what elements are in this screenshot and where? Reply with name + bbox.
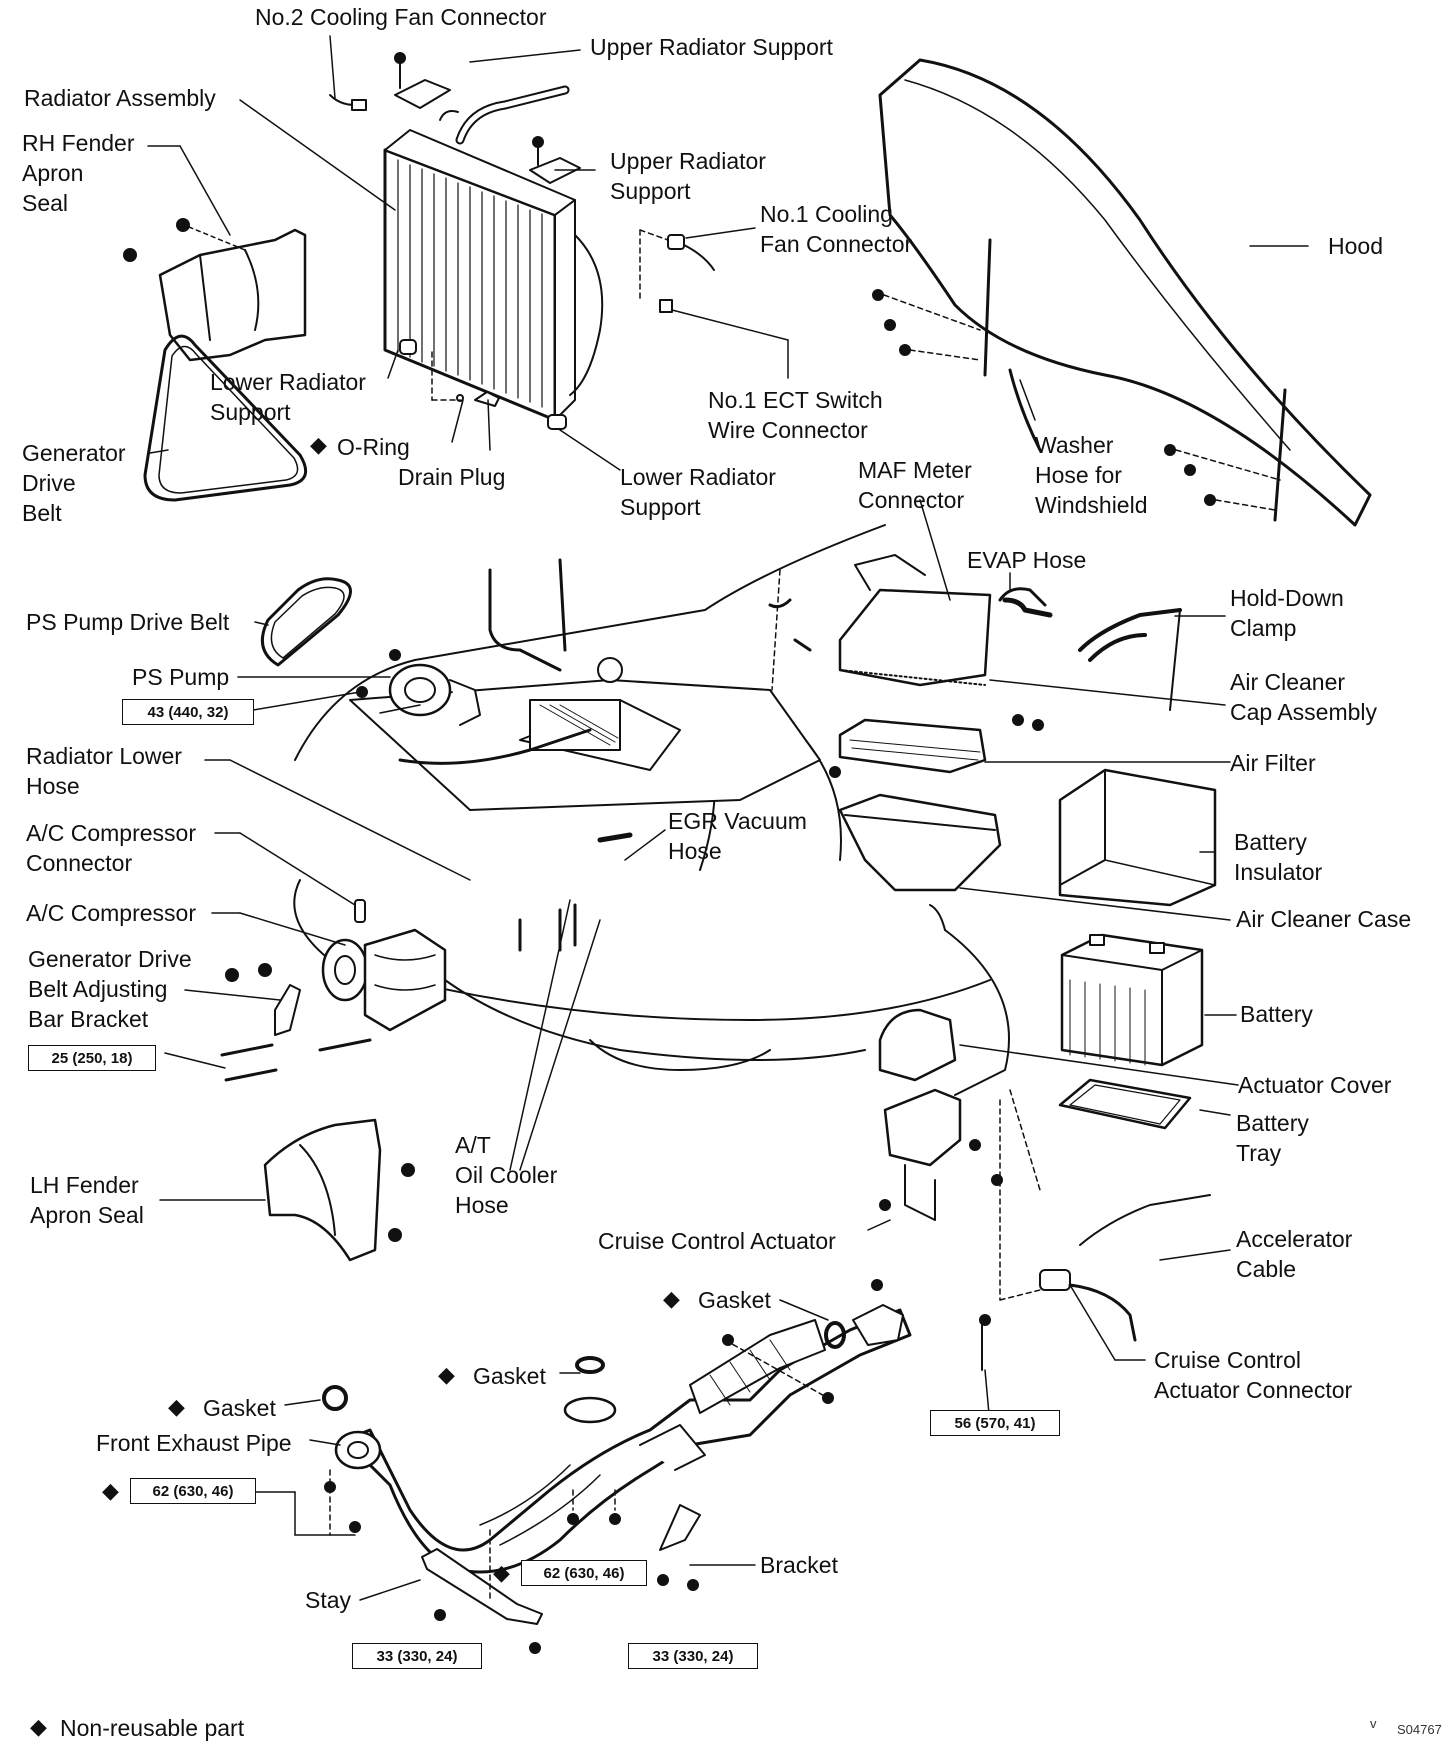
label-o-ring: O-Ring: [337, 434, 410, 460]
label-battery: Battery: [1240, 1001, 1313, 1027]
ps-pump-drive-belt-drawing: [260, 577, 352, 667]
label-at-oil-cooler-hose: A/T Oil Cooler Hose: [455, 1132, 558, 1218]
label-upper-radiator-support-2: Upper Radiator Support: [610, 148, 766, 204]
label-no1-ect-switch-wire-connector: No.1 ECT Switch Wire Connector: [708, 387, 883, 443]
generator-drive-belt-drawing: [143, 334, 308, 502]
figure-code: S04767: [1397, 1722, 1442, 1737]
label-ps-pump: PS Pump: [132, 664, 230, 690]
label-lower-radiator-support-2: Lower Radiator Support: [620, 464, 776, 520]
label-accelerator-cable: Accelerator Cable: [1236, 1226, 1353, 1282]
label-battery-tray: Battery Tray: [1236, 1110, 1309, 1166]
label-ac-compressor: A/C Compressor: [26, 900, 196, 926]
label-upper-radiator-support: Upper Radiator Support: [590, 34, 833, 60]
radiator-assembly-drawing: [329, 52, 715, 430]
rh-fender-apron-seal-drawing: [123, 218, 307, 362]
torque-exhaust-front-flange: 62 (630, 46): [130, 1478, 256, 1504]
label-radiator-assembly: Radiator Assembly: [24, 85, 216, 111]
torque-stay: 33 (330, 24): [352, 1643, 482, 1669]
label-bracket: Bracket: [760, 1552, 838, 1578]
label-stay: Stay: [305, 1587, 352, 1613]
label-ps-pump-drive-belt: PS Pump Drive Belt: [26, 609, 230, 635]
label-cruise-control-actuator-connector: Cruise Control Actuator Connector: [1154, 1347, 1353, 1403]
label-generator-drive-belt: Generator Drive Belt: [22, 440, 126, 526]
leader-lines: [147, 35, 1309, 1601]
ps-pump-drawing: [356, 649, 481, 726]
front-exhaust-pipe-drawing: [322, 1279, 991, 1654]
non-reusable-mark-front-flange: ◆: [102, 1479, 119, 1504]
label-washer-hose-for-windshield: Washer Hose for Windshield: [1035, 432, 1148, 518]
label-hold-down-clamp: Hold-Down Clamp: [1230, 585, 1344, 641]
torque-ps-pump: 43 (440, 32): [122, 699, 254, 725]
non-reusable-mark-gasket-2: ◆: [438, 1363, 455, 1388]
label-maf-meter-connector: MAF Meter Connector: [858, 457, 972, 513]
label-lh-fender-apron-seal: LH Fender Apron Seal: [30, 1172, 144, 1228]
non-reusable-mark-center: ◆: [493, 1561, 510, 1586]
air-cleaner-drawing: [768, 554, 1182, 892]
label-air-cleaner-case: Air Cleaner Case: [1236, 906, 1412, 932]
label-hood: Hood: [1328, 233, 1383, 259]
label-actuator-cover: Actuator Cover: [1238, 1072, 1392, 1098]
label-radiator-lower-hose: Radiator Lower Hose: [26, 743, 182, 799]
label-no2-cooling-fan-connector: No.2 Cooling Fan Connector: [255, 4, 547, 30]
label-evap-hose: EVAP Hose: [967, 547, 1087, 573]
torque-exhaust-center: 62 (630, 46): [521, 1560, 647, 1586]
battery-drawing: [1060, 933, 1204, 1067]
label-air-filter: Air Filter: [1230, 750, 1316, 776]
adjusting-bar-bracket-drawing: [220, 963, 372, 1082]
non-reusable-mark-gasket-3: ◆: [168, 1395, 185, 1420]
torque-adjusting-bar: 25 (250, 18): [28, 1045, 156, 1071]
lh-fender-apron-seal-drawing: [263, 1118, 415, 1262]
legend-text: Non-reusable part: [60, 1715, 245, 1741]
legend-symbol: ◆: [30, 1715, 47, 1740]
label-air-cleaner-cap-assembly: Air Cleaner Cap Assembly: [1230, 669, 1378, 725]
label-gasket-2: Gasket: [473, 1363, 546, 1389]
label-egr-vacuum-hose: EGR Vacuum Hose: [668, 808, 807, 864]
label-front-exhaust-pipe: Front Exhaust Pipe: [96, 1430, 292, 1456]
hood-drawing: [872, 58, 1372, 527]
label-battery-insulator: Battery Insulator: [1234, 829, 1323, 885]
label-gasket-1: Gasket: [698, 1287, 771, 1313]
cruise-control-actuator-drawing: [878, 904, 1211, 1342]
label-lower-radiator-support: Lower Radiator Support: [210, 369, 366, 425]
torque-exhaust-rear-flange: 56 (570, 41): [930, 1410, 1060, 1436]
non-reusable-mark-gasket-1: ◆: [663, 1287, 680, 1312]
label-no1-cooling-fan-connector: No.1 Cooling Fan Connector: [760, 201, 913, 257]
label-ac-compressor-connector: A/C Compressor Connector: [26, 820, 196, 876]
figure-mark: v: [1370, 1716, 1377, 1731]
torque-bracket: 33 (330, 24): [628, 1643, 758, 1669]
battery-insulator-drawing: [1058, 768, 1217, 907]
label-generator-drive-belt-adjusting-bar-bracket: Generator Drive Belt Adjusting Bar Brack…: [28, 946, 192, 1032]
label-rh-fender-apron-seal: RH Fender Apron Seal: [22, 130, 135, 216]
label-drain-plug: Drain Plug: [398, 464, 506, 490]
battery-tray-drawing: [1058, 1078, 1192, 1130]
non-reusable-mark-o-ring: ◆: [310, 433, 327, 458]
ac-compressor-drawing: [321, 899, 447, 1032]
label-gasket-3: Gasket: [203, 1395, 276, 1421]
label-cruise-control-actuator: Cruise Control Actuator: [598, 1228, 836, 1254]
